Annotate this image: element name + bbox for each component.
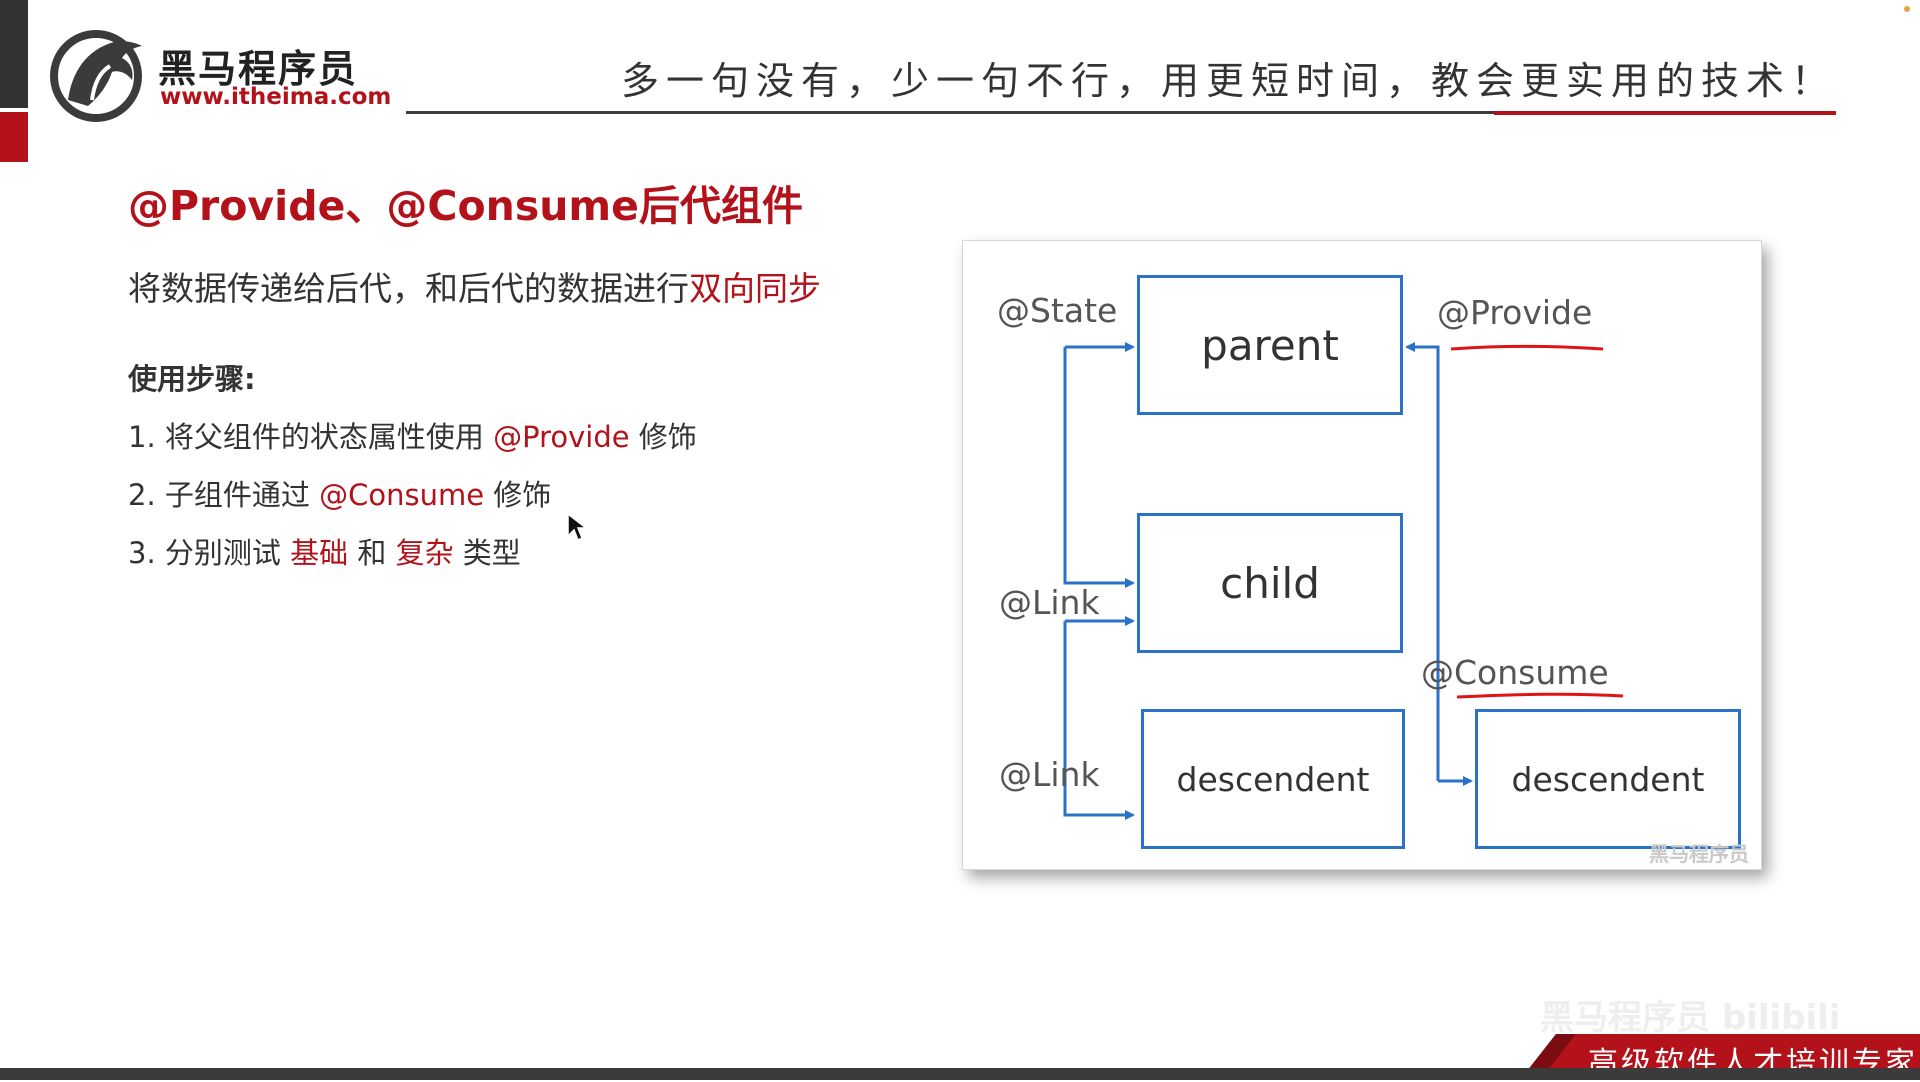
child-box: child (1137, 513, 1403, 653)
diagram-connectors (1063, 342, 1624, 820)
diagram-watermark: 黑马程序员 (1649, 842, 1749, 866)
description-highlight: 双向同步 (689, 269, 821, 308)
mouse-cursor-icon (567, 512, 588, 542)
video-watermark: 黑马程序员 bilibili (1540, 998, 1841, 1038)
descendent-left-label: descendent (1176, 759, 1370, 799)
step-1-text: 1. 将父组件的状态属性使用 (128, 420, 494, 454)
step-1-suffix: 修饰 (629, 420, 697, 454)
link-label-2: @Link (999, 755, 1100, 794)
step-2-suffix: 修饰 (484, 478, 552, 512)
descendent-box-right: descendent (1475, 709, 1741, 849)
parent-box: parent (1137, 275, 1403, 415)
parent-label: parent (1201, 320, 1339, 370)
state-to-parent-arrow (1063, 347, 1135, 588)
descendent-right-label: descendent (1511, 759, 1705, 799)
description-text: 将数据传递给后代，和后代的数据进行 (128, 269, 689, 308)
left-accent-bar-red (0, 112, 28, 162)
step-2-text: 2. 子组件通过 (128, 478, 320, 512)
step-item-1: 1. 将父组件的状态属性使用 @Provide 修饰 (128, 414, 697, 456)
slide-title: @Provide、@Consume后代组件 (128, 182, 803, 230)
step-2-keyword: @Consume (319, 478, 485, 512)
steps-title: 使用步骤: (128, 362, 256, 396)
step-item-3: 3. 分别测试 基础 和 复杂 类型 (128, 530, 521, 572)
consume-to-provide-arrow (1405, 342, 1440, 781)
provide-underline (1450, 344, 1604, 351)
step-1-keyword: @Provide (493, 420, 630, 454)
link-to-child-arrow (1063, 621, 1135, 820)
corner-dot (1904, 6, 1910, 12)
step-3-keyword-complex: 复杂 (395, 536, 454, 570)
header-divider (406, 111, 1836, 114)
bottom-bar (0, 1068, 1920, 1080)
child-label: child (1220, 558, 1320, 608)
left-accent-bar-dark (0, 0, 28, 108)
provide-consume-diagram: parent child descendent descendent @Stat… (962, 240, 1762, 870)
consume-underline (1456, 692, 1624, 699)
horse-logo-icon (50, 30, 142, 122)
link-label-1: @Link (999, 583, 1100, 622)
consume-label: @Consume (1421, 653, 1609, 692)
step-3-text: 3. 分别测试 (128, 536, 291, 570)
step-3-mid: 和 (348, 536, 396, 570)
slogan: 多一句没有，少一句不行，用更短时间，教会更实用的技术！ (620, 59, 1836, 103)
logo-url: www.itheima.com (160, 84, 392, 110)
logo: 黑马程序员 www.itheima.com (48, 24, 391, 124)
step-3-keyword-basic: 基础 (290, 536, 349, 570)
logo-name: 黑马程序员 (158, 47, 359, 91)
slide-description: 将数据传递给后代，和后代的数据进行双向同步 (128, 262, 821, 310)
state-label: @State (997, 291, 1118, 330)
step-item-2: 2. 子组件通过 @Consume 修饰 (128, 472, 551, 514)
descendent-box-left: descendent (1141, 709, 1405, 849)
step-3-suffix: 类型 (453, 536, 521, 570)
header-divider-accent (1494, 111, 1836, 115)
provide-label: @Provide (1437, 293, 1593, 332)
